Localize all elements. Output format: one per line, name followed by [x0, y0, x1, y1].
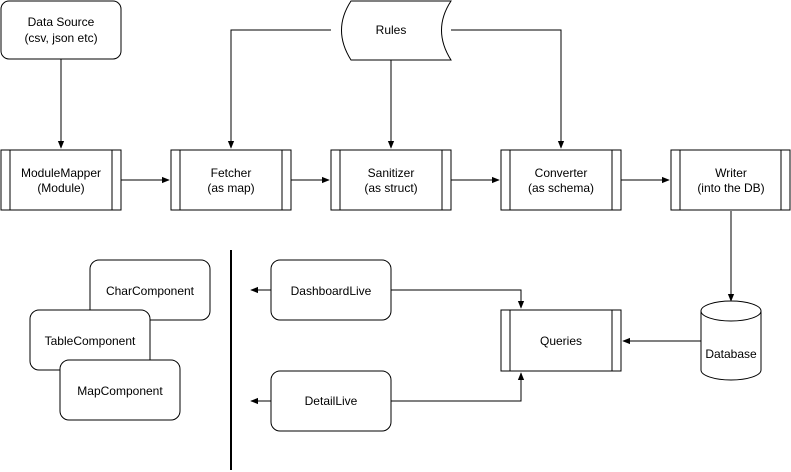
node-char-component-label: CharComponent — [106, 284, 195, 298]
node-data-source-subtitle: (csv, json etc) — [24, 31, 97, 45]
node-writer[interactable]: Writer (into the DB) — [670, 149, 791, 211]
node-dashboard-live[interactable]: DashboardLive — [270, 259, 392, 321]
node-database-body — [700, 311, 762, 381]
edges — [57, 29, 735, 405]
node-sanitizer-subtitle: (as struct) — [364, 181, 417, 195]
node-module-mapper-title: ModuleMapper — [21, 166, 101, 180]
node-queries[interactable]: Queries — [500, 309, 622, 372]
node-table-component[interactable]: TableComponent — [29, 309, 151, 371]
node-data-source-title: Data Source — [28, 15, 95, 29]
node-fetcher[interactable]: Fetcher (as map) — [170, 149, 292, 211]
node-map-component-label: MapComponent — [77, 384, 163, 398]
node-module-mapper-subtitle: (Module) — [37, 181, 84, 195]
node-database[interactable]: Database — [700, 300, 762, 381]
node-table-component-label: TableComponent — [45, 334, 136, 348]
node-queries-box — [500, 309, 622, 372]
node-detail-live-box — [270, 370, 392, 432]
node-writer-box — [670, 149, 791, 211]
node-dashboard-live-box — [270, 259, 392, 321]
node-sanitizer-box — [330, 149, 452, 211]
node-converter[interactable]: Converter (as schema) — [500, 149, 622, 211]
node-converter-box — [500, 149, 622, 211]
edge-dashboardlive-queries — [391, 289, 525, 309]
node-detail-live[interactable]: DetailLive — [270, 370, 392, 432]
node-rules-label: Rules — [376, 23, 407, 37]
edge-detaillive-queries — [391, 372, 525, 402]
node-sanitizer-title: Sanitizer — [368, 166, 415, 180]
node-converter-subtitle: (as schema) — [528, 181, 594, 195]
node-module-mapper[interactable]: ModuleMapper (Module) — [0, 149, 122, 211]
node-fetcher-subtitle: (as map) — [207, 181, 254, 195]
node-queries-label: Queries — [540, 334, 582, 348]
node-writer-title: Writer — [715, 166, 747, 180]
node-map-component-box — [59, 359, 181, 421]
node-map-component[interactable]: MapComponent — [59, 359, 181, 421]
edge-rules-fetcher — [227, 29, 331, 149]
node-fetcher-title: Fetcher — [211, 166, 252, 180]
node-rules[interactable]: Rules — [341, 0, 452, 61]
node-fetcher-box — [170, 149, 292, 211]
node-converter-title: Converter — [535, 166, 588, 180]
node-detail-live-label: DetailLive — [305, 394, 358, 408]
node-rules-shape — [341, 0, 452, 61]
node-sanitizer[interactable]: Sanitizer (as struct) — [330, 149, 452, 211]
node-module-mapper-box — [0, 149, 122, 211]
node-writer-subtitle: (into the DB) — [697, 181, 764, 195]
node-data-source[interactable]: Data Source (csv, json etc) — [0, 0, 122, 60]
node-char-component[interactable]: CharComponent — [89, 259, 211, 321]
node-data-source-box — [0, 0, 122, 60]
node-database-label: Database — [705, 347, 757, 361]
edge-rules-converter — [451, 29, 565, 149]
node-dashboard-live-label: DashboardLive — [291, 284, 372, 298]
node-database-top — [700, 300, 762, 322]
